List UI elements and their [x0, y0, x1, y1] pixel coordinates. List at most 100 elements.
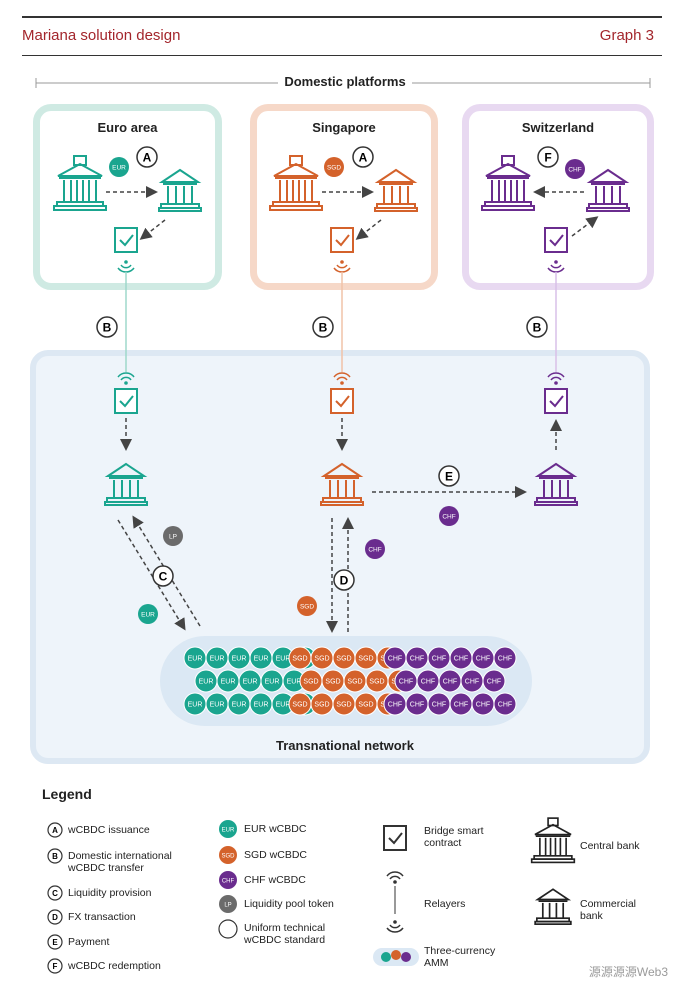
- sg-bridge-arrow: [355, 219, 382, 240]
- svg-text:EUR: EUR: [232, 656, 247, 663]
- svg-text:EUR: EUR: [276, 702, 291, 709]
- token-chf-ch: CHF: [565, 159, 585, 179]
- pool-coin-eur: EUR: [238, 669, 262, 693]
- token-eur-liquidity: EUR: [138, 604, 158, 624]
- svg-text:EUR: EUR: [188, 702, 203, 709]
- pool-coin-chf: CHF: [493, 692, 517, 716]
- svg-text:EUR: EUR: [199, 679, 214, 686]
- svg-text:A: A: [143, 151, 152, 165]
- step-a-sg: A: [352, 146, 374, 168]
- svg-text:CHF: CHF: [399, 679, 413, 686]
- legend-text-lp: Liquidity pool token: [244, 898, 334, 910]
- svg-text:EUR: EUR: [188, 656, 203, 663]
- svg-text:SGD: SGD: [221, 854, 235, 860]
- svg-text:A: A: [52, 826, 58, 835]
- token-sgd-fx: SGD: [297, 596, 317, 616]
- euro-area-box: [33, 104, 222, 290]
- svg-text:E: E: [445, 470, 453, 484]
- svg-text:EUR: EUR: [112, 165, 126, 172]
- svg-text:CHF: CHF: [222, 879, 235, 885]
- svg-text:SGD: SGD: [358, 656, 373, 663]
- svg-text:CHF: CHF: [388, 656, 402, 663]
- legend-text-b: Domestic international wCBDC transfer: [68, 850, 172, 874]
- legend-letter-e: E: [47, 934, 63, 950]
- svg-text:CHF: CHF: [487, 679, 501, 686]
- svg-text:EUR: EUR: [141, 612, 155, 619]
- legend-text-a: wCBDC issuance: [68, 824, 150, 836]
- token-chf-fx: CHF: [365, 539, 385, 559]
- svg-text:EUR: EUR: [254, 656, 269, 663]
- svg-text:C: C: [159, 570, 168, 584]
- svg-text:SGD: SGD: [303, 679, 318, 686]
- pool-coin-chf: CHF: [405, 646, 429, 670]
- svg-text:SGD: SGD: [314, 702, 329, 709]
- pool-coin-sgd: SGD: [310, 692, 334, 716]
- pool-coin-chf: CHF: [416, 669, 440, 693]
- svg-text:CHF: CHF: [442, 514, 455, 521]
- legend-letter-b: B: [47, 848, 63, 864]
- svg-text:SGD: SGD: [292, 702, 307, 709]
- legend-central-bank-icon: [530, 817, 576, 864]
- legend-text-d: FX transaction: [68, 911, 136, 923]
- legend-text-uniform: Uniform technical wCBDC standard: [244, 922, 326, 946]
- pool-coin-chf: CHF: [471, 692, 495, 716]
- svg-text:CHF: CHF: [454, 702, 468, 709]
- euro-area-title: Euro area: [97, 120, 158, 135]
- legend-text-relayers: Relayers: [424, 898, 466, 910]
- step-a-euro: A: [136, 146, 158, 168]
- legend-text-bridge: Bridge smart contract: [424, 825, 484, 849]
- svg-text:CHF: CHF: [410, 656, 424, 663]
- legend-text-c: Liquidity provision: [68, 887, 152, 899]
- step-e: E: [438, 465, 460, 487]
- svg-text:B: B: [319, 321, 328, 335]
- pool-coin-chf: CHF: [427, 692, 451, 716]
- legend-text-eur: EUR wCBDC: [244, 823, 307, 835]
- legend-text-chf: CHF wCBDC: [244, 874, 306, 886]
- step-d: D: [333, 569, 355, 591]
- svg-text:CHF: CHF: [410, 702, 424, 709]
- legend-letter-a: A: [47, 822, 63, 838]
- svg-text:CHF: CHF: [421, 679, 435, 686]
- legend-token-uniform: [218, 919, 238, 939]
- switzerland-box: [462, 104, 654, 290]
- svg-text:SGD: SGD: [369, 679, 384, 686]
- legend-token-sgd: SGD: [219, 846, 237, 864]
- switzerland-title: Switzerland: [521, 120, 595, 135]
- svg-text:B: B: [52, 852, 58, 861]
- top-rule: [22, 16, 662, 18]
- svg-text:SGD: SGD: [347, 679, 362, 686]
- header-title: Mariana solution design: [22, 27, 181, 44]
- svg-text:C: C: [52, 889, 58, 898]
- svg-text:SGD: SGD: [292, 656, 307, 663]
- svg-text:EUR: EUR: [265, 679, 280, 686]
- legend-letter-c: C: [47, 885, 63, 901]
- svg-text:CHF: CHF: [498, 702, 512, 709]
- pool-coin-sgd: SGD: [365, 669, 389, 693]
- svg-text:CHF: CHF: [454, 656, 468, 663]
- legend-amm-icon: [373, 948, 419, 966]
- svg-text:EUR: EUR: [243, 679, 258, 686]
- domestic-platforms-title: Domestic platforms: [0, 74, 690, 89]
- header-rule: [22, 55, 662, 56]
- singapore-box: [250, 104, 438, 290]
- svg-text:D: D: [340, 574, 349, 588]
- svg-text:SGD: SGD: [314, 656, 329, 663]
- legend-text-e: Payment: [68, 936, 110, 948]
- singapore-title: Singapore: [312, 120, 376, 135]
- transnational-network-title: Transnational network: [276, 738, 414, 753]
- legend-text-f: wCBDC redemption: [68, 960, 161, 972]
- legend-letter-f: F: [47, 958, 63, 974]
- pool-coin-chf: CHF: [460, 669, 484, 693]
- euro-bridge-arrow: [139, 219, 166, 240]
- watermark: 源源源源Web3: [588, 965, 668, 979]
- pool-coin-eur: EUR: [260, 669, 284, 693]
- svg-text:SGD: SGD: [336, 702, 351, 709]
- svg-text:EUR: EUR: [287, 679, 302, 686]
- svg-text:F: F: [544, 151, 551, 165]
- legend-token-lp: LP: [219, 895, 237, 913]
- legend-commercial-bank-icon: [534, 888, 572, 926]
- legend-token-chf: CHF: [219, 871, 237, 889]
